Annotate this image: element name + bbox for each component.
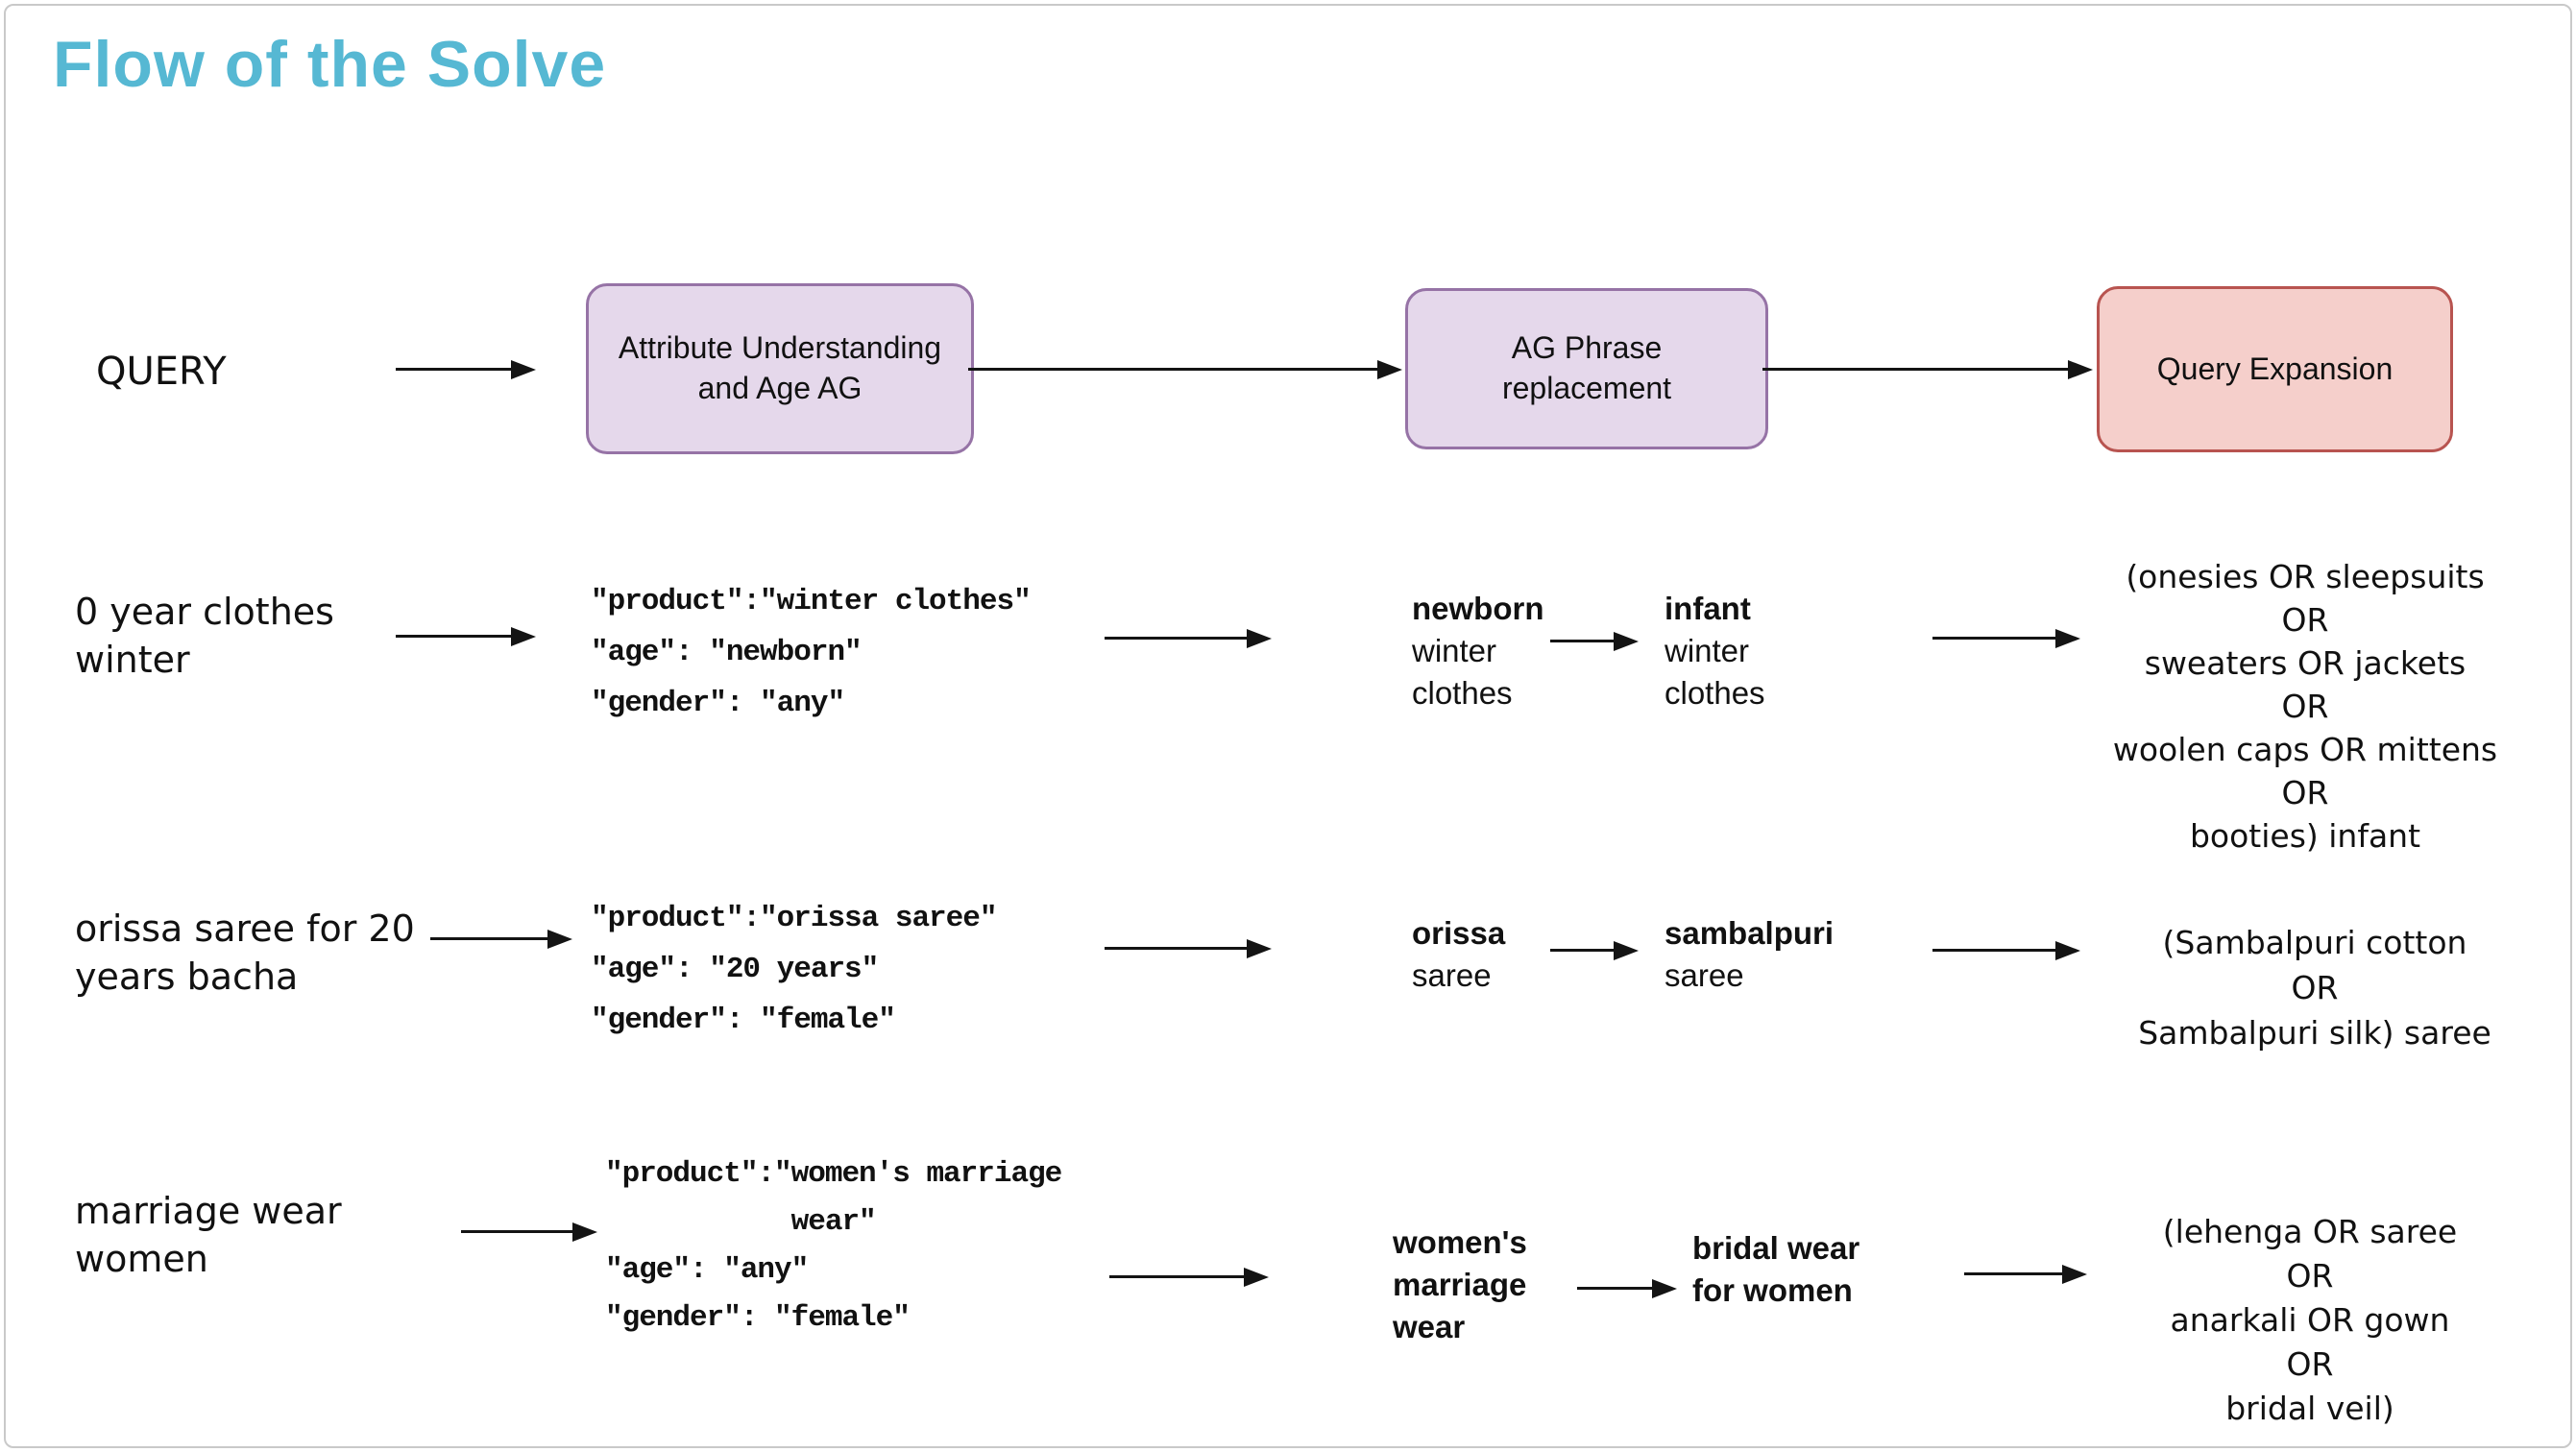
stage-label: Query Expansion <box>2156 351 2394 386</box>
expansion-text: (Sambalpuri cotton OR Sambalpuri silk) s… <box>2113 920 2516 1055</box>
phrase-line: orissa <box>1412 915 1506 951</box>
stage-box-attribute-understanding: Attribute Understanding and Age AG <box>586 283 974 454</box>
attribute-line: "product":"women's marriage <box>605 1157 1062 1191</box>
expansion-line: bridal veil) <box>2225 1390 2394 1427</box>
flow-arrow <box>1105 637 1249 640</box>
expansion-line: sweaters OR jackets <box>2144 644 2467 682</box>
attribute-line: "product":"winter clothes" <box>591 585 1032 618</box>
flow-arrow <box>1577 1287 1654 1290</box>
attributes-json: "product":"women's marriage wear" "age":… <box>605 1150 1062 1343</box>
phrase-line: for women <box>1692 1272 1853 1308</box>
query-label: QUERY <box>96 350 227 394</box>
phrase-line: wear <box>1393 1309 1466 1344</box>
flow-arrow <box>1964 1272 2064 1275</box>
flow-arrow <box>1109 1275 1246 1278</box>
phrase-before: newborn winter clothes <box>1412 588 1544 714</box>
query-line: 0 year clothes <box>75 591 334 633</box>
flow-arrow <box>1762 368 2070 371</box>
phrase-line: infant <box>1665 591 1751 626</box>
expansion-line: booties) infant <box>2189 817 2421 855</box>
example-query: marriage wear women <box>75 1187 342 1283</box>
attribute-line: "age": "any" <box>605 1253 809 1287</box>
expansion-line: Sambalpuri silk) saree <box>2138 1014 2491 1052</box>
attribute-line: "age": "20 years" <box>591 953 879 986</box>
example-query: 0 year clothes winter <box>75 588 334 684</box>
flow-arrow <box>461 1230 574 1233</box>
attributes-json: "product":"orissa saree" "age": "20 year… <box>591 893 997 1046</box>
attribute-line: "age": "newborn" <box>591 636 863 669</box>
flow-arrow <box>396 368 513 371</box>
stage-box-query-expansion: Query Expansion <box>2097 286 2453 452</box>
phrase-line: women's <box>1393 1224 1527 1260</box>
phrase-line: saree <box>1412 957 1492 993</box>
attribute-line: "gender": "female" <box>591 1004 896 1037</box>
expansion-line: OR <box>2291 969 2339 1006</box>
phrase-after: infant winter clothes <box>1665 588 1765 714</box>
expansion-line: (Sambalpuri cotton <box>2162 924 2467 961</box>
expansion-line: OR <box>2281 688 2329 725</box>
phrase-line: newborn <box>1412 591 1544 626</box>
query-line: orissa saree for 20 <box>75 908 415 950</box>
phrase-line: saree <box>1665 957 1744 993</box>
flow-arrow <box>1550 949 1616 952</box>
expansion-line: anarkali OR gown <box>2170 1301 2450 1339</box>
expansion-line: OR <box>2286 1345 2334 1383</box>
stage-box-ag-phrase-replacement: AG Phrase replacement <box>1405 288 1768 449</box>
phrase-after: bridal wear for women <box>1692 1227 1859 1312</box>
expansion-line: (onesies OR sleepsuits <box>2126 558 2485 595</box>
expansion-line: OR <box>2286 1257 2334 1295</box>
flow-arrow <box>1105 947 1249 950</box>
attribute-line: "gender": "female" <box>605 1301 911 1335</box>
expansion-text: (lehenga OR saree OR anarkali OR gown OR… <box>2103 1210 2516 1431</box>
flow-arrow <box>396 635 513 638</box>
phrase-line: winter <box>1665 633 1750 668</box>
phrase-after: sambalpuri saree <box>1665 912 1834 997</box>
query-line: women <box>75 1238 208 1280</box>
expansion-line: (lehenga OR saree <box>2162 1213 2458 1250</box>
phrase-line: winter <box>1412 633 1497 668</box>
phrase-line: marriage <box>1393 1267 1527 1302</box>
stage-label: Attribute Understanding and Age AG <box>618 330 942 405</box>
phrase-line: clothes <box>1412 675 1513 711</box>
flow-arrow <box>968 368 1379 371</box>
attributes-json: "product":"winter clothes" "age": "newbo… <box>591 576 1032 729</box>
expansion-line: OR <box>2281 601 2329 639</box>
flow-arrow <box>1932 637 2057 640</box>
example-query: orissa saree for 20 years bacha <box>75 905 415 1001</box>
phrase-line: sambalpuri <box>1665 915 1835 951</box>
phrase-line: clothes <box>1665 675 1765 711</box>
flow-arrow <box>1932 949 2057 952</box>
query-line: winter <box>75 639 190 681</box>
phrase-before: women's marriage wear <box>1393 1222 1527 1348</box>
expansion-line: woolen caps OR mittens <box>2112 731 2498 768</box>
stage-label: AG Phrase replacement <box>1501 330 1672 405</box>
query-line: marriage wear <box>75 1190 342 1232</box>
attribute-line: wear" <box>790 1205 877 1239</box>
page-title: Flow of the Solve <box>53 28 607 101</box>
flow-arrow <box>1550 640 1616 642</box>
flow-arrow <box>430 937 549 940</box>
expansion-text: (onesies OR sleepsuits OR sweaters OR ja… <box>2094 555 2516 858</box>
query-line: years bacha <box>75 956 299 998</box>
attribute-line: "product":"orissa saree" <box>591 902 997 935</box>
expansion-line: OR <box>2281 774 2329 811</box>
attribute-line: "gender": "any" <box>591 687 845 720</box>
phrase-line: bridal wear <box>1692 1230 1860 1266</box>
phrase-before: orissa saree <box>1412 912 1505 997</box>
